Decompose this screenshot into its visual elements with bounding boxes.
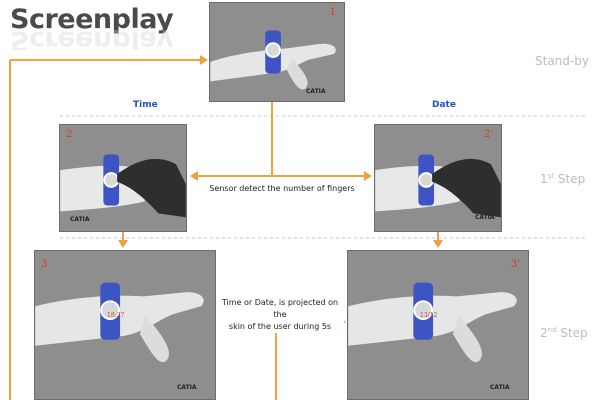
panel-step1-time: 2 CATIA (59, 124, 187, 232)
step-number: 2 (540, 326, 548, 340)
caption-projection: Time or Date, is projected on the skin o… (216, 297, 344, 333)
catia-logo: CATIA (475, 214, 495, 221)
panel-number: 3 (41, 259, 48, 270)
panel-number: 3' (510, 259, 520, 270)
caption-projection-line1: Time or Date, is projected on the (221, 298, 339, 319)
date-projection-image (348, 251, 528, 399)
arrow-sensor-left-head (190, 171, 198, 181)
arrow-date-down-head (433, 240, 443, 248)
time-projection-image (35, 251, 215, 399)
step-word: Step (556, 326, 588, 340)
panel-number: 2 (66, 129, 73, 140)
step-ordinal-suffix: st (547, 172, 555, 180)
step-ordinal-suffix: nd (547, 326, 557, 334)
catia-logo: CATIA (70, 216, 90, 223)
standby-arm-image (210, 3, 344, 101)
step-label-standby: Stand-by (535, 54, 589, 68)
arrow-time-down-head (118, 240, 128, 248)
column-title-time: Time (133, 100, 158, 110)
panel-step2-time: 3 18:37 CATIA (34, 250, 216, 400)
panel-standby: 1 CATIA (209, 2, 345, 102)
page-title: Screenplay (10, 4, 174, 35)
panel-number: 1 (329, 7, 336, 18)
caption-sensor: Sensor detect the number of fingers (208, 183, 356, 195)
panel-step1-date: 2' CATIA (374, 124, 502, 232)
projected-date: 13/12 (420, 312, 438, 319)
date-hand-gesture-image (375, 125, 501, 231)
panel-number: 2' (483, 129, 493, 140)
time-hand-gesture-image (60, 125, 186, 231)
step-word: Step (554, 172, 586, 186)
arrow-sensor-right-head (364, 171, 372, 181)
step-label-second: 2nd Step (540, 326, 588, 340)
projected-time: 18:37 (107, 312, 125, 319)
catia-logo: CATIA (177, 384, 197, 391)
catia-logo: CATIA (490, 384, 510, 391)
step-number: 1 (540, 172, 548, 186)
step-label-first: 1st Step (540, 172, 585, 186)
caption-projection-line2: skin of the user during 5s (228, 322, 332, 331)
catia-logo: CATIA (306, 88, 326, 95)
arrow-return-head (200, 55, 208, 65)
column-title-date: Date (432, 100, 456, 110)
panel-step2-date: 3' 13/12 CATIA (347, 250, 529, 400)
